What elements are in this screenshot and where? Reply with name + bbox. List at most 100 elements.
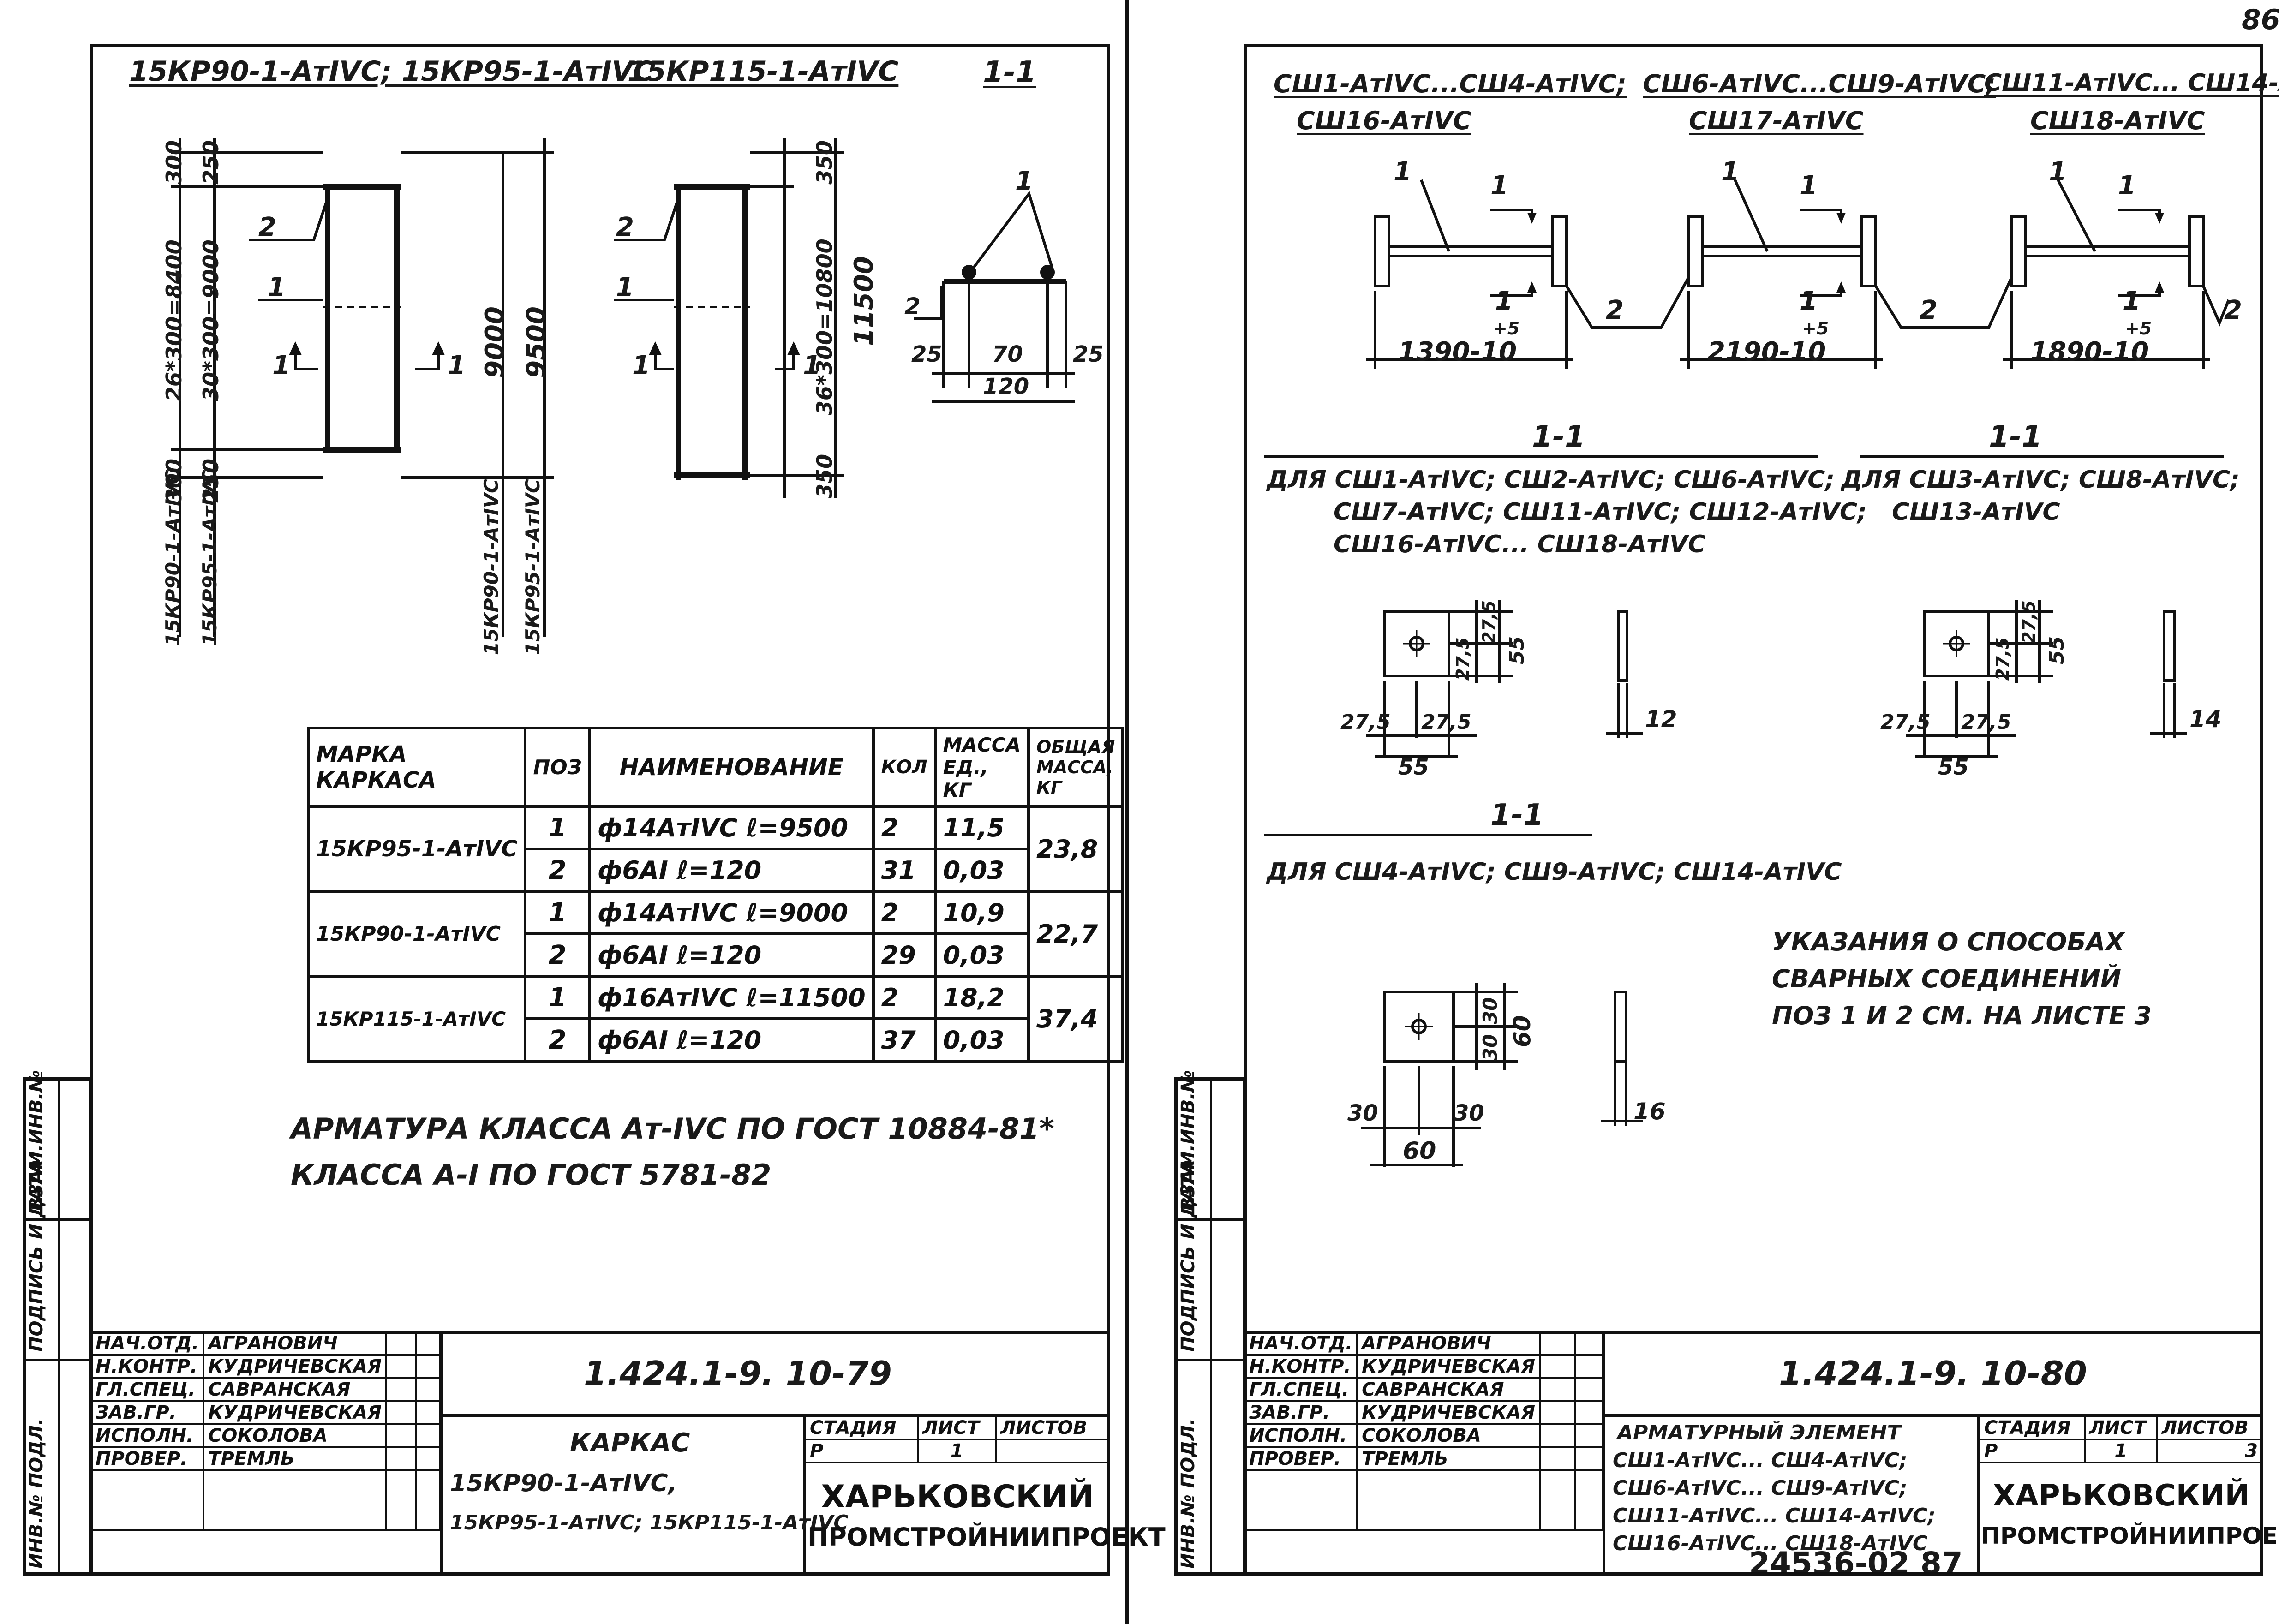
plate-c-dim-16: 16 xyxy=(1633,1098,1666,1125)
mass-cell: 11,5 xyxy=(933,805,1030,850)
role-cell: ЗАВ.ГР. xyxy=(1243,1400,1358,1425)
elem2-sec1: 1 xyxy=(1800,171,1818,201)
sheet-header: ЛИСТ xyxy=(2083,1415,2158,1440)
name-cell: САВРАНСКАЯ xyxy=(203,1377,387,1402)
mass-cell: 10,9 xyxy=(933,890,1030,935)
left-title-l2: 15КР90-1-АтIVС, xyxy=(450,1469,677,1497)
name-cell: КУДРИЧЕВСКАЯ xyxy=(203,1354,387,1379)
th-mass: МАССА ЕД., КГ xyxy=(933,727,1030,808)
name-cell: ф6АI ℓ=120 xyxy=(588,848,875,893)
right-sheet-frame xyxy=(1244,44,2263,1576)
plate-a-dim-275-right: 27,5 xyxy=(1421,710,1471,734)
section-title-a: 1-1 xyxy=(1532,420,1585,454)
total-cell: 22,7 xyxy=(1027,890,1125,978)
elem3-pos2: 2 xyxy=(2224,295,2242,325)
role-cell: ГЛ.СПЕЦ. xyxy=(90,1377,205,1402)
elem3-pos1: 1 xyxy=(2049,157,2067,187)
elem2-dim: 2190-10 xyxy=(1707,337,1826,367)
pos-1-label-b: 1 xyxy=(616,272,634,302)
right-title-block: НАЧ.ОТД.АГРАНОВИЧ Н.КОНТР.КУДРИЧЕВСКАЯ Г… xyxy=(1243,1331,2279,1576)
th-name: НАИМЕНОВАНИЕ xyxy=(588,727,875,808)
pos-cell: 2 xyxy=(524,848,591,893)
name-cell: ТРЕМЛЬ xyxy=(1356,1446,1541,1471)
role-cell: ПРОВЕР. xyxy=(1243,1446,1358,1471)
mass-cell: 18,2 xyxy=(933,975,1030,1020)
left-title-l1: КАРКАС xyxy=(570,1428,690,1458)
plate-b-dim-275-left: 27,5 xyxy=(1880,710,1931,734)
left-signature-table: НАЧ.ОТД.АГРАНОВИЧ Н.КОНТР.КУДРИЧЕВСКАЯ Г… xyxy=(90,1331,441,1531)
plate-b-dim-14: 14 xyxy=(2189,706,2222,733)
plate-b-dim-55v: 55 xyxy=(2045,636,2069,664)
weld-note-2: СВАРНЫХ СОЕДИНЕНИЙ xyxy=(1772,964,2122,993)
qty-cell: 29 xyxy=(872,932,937,978)
name-cell: АГРАНОВИЧ xyxy=(1356,1331,1541,1356)
sheet-value: 1 xyxy=(2083,1439,2158,1463)
left-title-block: НАЧ.ОТД.АГРАНОВИЧ Н.КОНТР.КУДРИЧЕВСКАЯ Г… xyxy=(90,1331,1166,1576)
left-firm-2: ПРОМСТРОЙНИИПРОЕКТ xyxy=(808,1522,1166,1552)
pos-cell: 1 xyxy=(524,890,591,935)
elem3-tol: +5 xyxy=(2125,318,2152,339)
name-cell: САВРАНСКАЯ xyxy=(1356,1377,1541,1402)
plate-c-dim-30-top: 30 xyxy=(1479,997,1501,1024)
plate-a-dim-275-bot: 27,5 xyxy=(1453,637,1473,681)
plate-b-dim-55: 55 xyxy=(1938,754,1969,780)
plate-b-dim-275-bot: 27,5 xyxy=(1992,637,2013,681)
sec-c-caption: ДЛЯ СШ4-АтIVС; СШ9-АтIVС; СШ14-АтIVС xyxy=(1267,858,1842,886)
sheets-header: ЛИСТОВ xyxy=(995,1415,1110,1440)
name-cell: ф6АI ℓ=120 xyxy=(588,932,875,978)
plate-c-dim-60v: 60 xyxy=(1509,1015,1536,1047)
pos-1-label-a: 1 xyxy=(268,272,286,302)
section-label-b: 1 xyxy=(448,351,466,381)
role-cell: НАЧ.ОТД. xyxy=(1243,1331,1358,1356)
pos-2-label-a: 2 xyxy=(258,212,276,242)
plate-a-dim-55: 55 xyxy=(1398,754,1429,780)
note-class-a1: КЛАССА А-I ПО ГОСТ 5781-82 xyxy=(291,1158,772,1192)
sheets-header: ЛИСТОВ xyxy=(2156,1415,2264,1440)
left-title-l3: 15КР95-1-АтIVС; 15КР115-1-АтIVС xyxy=(450,1511,849,1534)
elem1-pos2: 2 xyxy=(1606,295,1624,325)
mark-cell: 15КР95-1-АтIVС xyxy=(306,805,527,893)
section-title-b: 1-1 xyxy=(1989,420,2042,454)
qty-cell: 2 xyxy=(872,890,937,935)
sec-b-caption-2: СШ13-АтIVС xyxy=(1892,498,2060,526)
elem2-pos2: 2 xyxy=(1920,295,1938,325)
name-cell: СОКОЛОВА xyxy=(203,1423,387,1448)
right-title-l5: СШ16-АтIVС... СШ18-АтIVС xyxy=(1613,1532,1928,1555)
qty-cell: 37 xyxy=(872,1017,937,1063)
section-pos-2: 2 xyxy=(904,293,921,320)
total-cell: 23,8 xyxy=(1027,805,1125,893)
group3-heading-b: СШ18-АтIVС xyxy=(2030,106,2205,135)
elem1-dim: 1390-10 xyxy=(1398,337,1517,367)
sec-a-caption-3: СШ16-АтIVС... СШ18-АтIVС xyxy=(1334,531,1706,558)
elem3-sec2: 1 xyxy=(2123,286,2141,316)
pos-2-label-b: 2 xyxy=(616,212,634,242)
pos-cell: 1 xyxy=(524,805,591,850)
plate-c-dim-30-right: 30 xyxy=(1454,1100,1484,1126)
dim-120: 120 xyxy=(983,374,1029,400)
group3-heading-a: СШ11-АтIVС... СШ14-АтIVС; xyxy=(1984,69,2279,97)
pos-cell: 2 xyxy=(524,932,591,978)
role-cell: ГЛ.СПЕЦ. xyxy=(1243,1377,1358,1402)
dim-25-left: 25 xyxy=(911,341,942,367)
group2-heading-b: СШ17-АтIVС xyxy=(1689,106,1864,135)
name-cell: КУДРИЧЕВСКАЯ xyxy=(203,1400,387,1425)
elem2-tol: +5 xyxy=(1802,318,1829,339)
weld-note-1: УКАЗАНИЯ О СПОСОБАХ xyxy=(1772,927,2125,956)
sec-a-caption-1: ДЛЯ СШ1-АтIVС; СШ2-АтIVС; СШ6-АтIVС; xyxy=(1267,466,1835,494)
name-cell: ТРЕМЛЬ xyxy=(203,1446,387,1471)
th-total: ОБЩАЯ МАССА, КГ xyxy=(1027,727,1125,808)
plate-a-dim-12: 12 xyxy=(1645,706,1677,733)
elem1-pos1: 1 xyxy=(1394,157,1412,187)
name-cell: ф16АтIVС ℓ=11500 xyxy=(588,975,875,1020)
mass-cell: 0,03 xyxy=(933,848,1030,893)
total-cell: 37,4 xyxy=(1027,975,1125,1063)
role-cell: ИСПОЛН. xyxy=(90,1423,205,1448)
name-cell: ф14АтIVС ℓ=9000 xyxy=(588,890,875,935)
left-doc-code: 1.424.1-9. 10-79 xyxy=(584,1354,892,1393)
fold-line xyxy=(1125,0,1129,1624)
group1-heading-a: СШ1-АтIVС...СШ4-АтIVС; xyxy=(1274,69,1627,98)
left-stamp-inv: ИНВ.№ ПОДЛ. xyxy=(26,1418,47,1569)
pos-cell: 2 xyxy=(524,1017,591,1063)
